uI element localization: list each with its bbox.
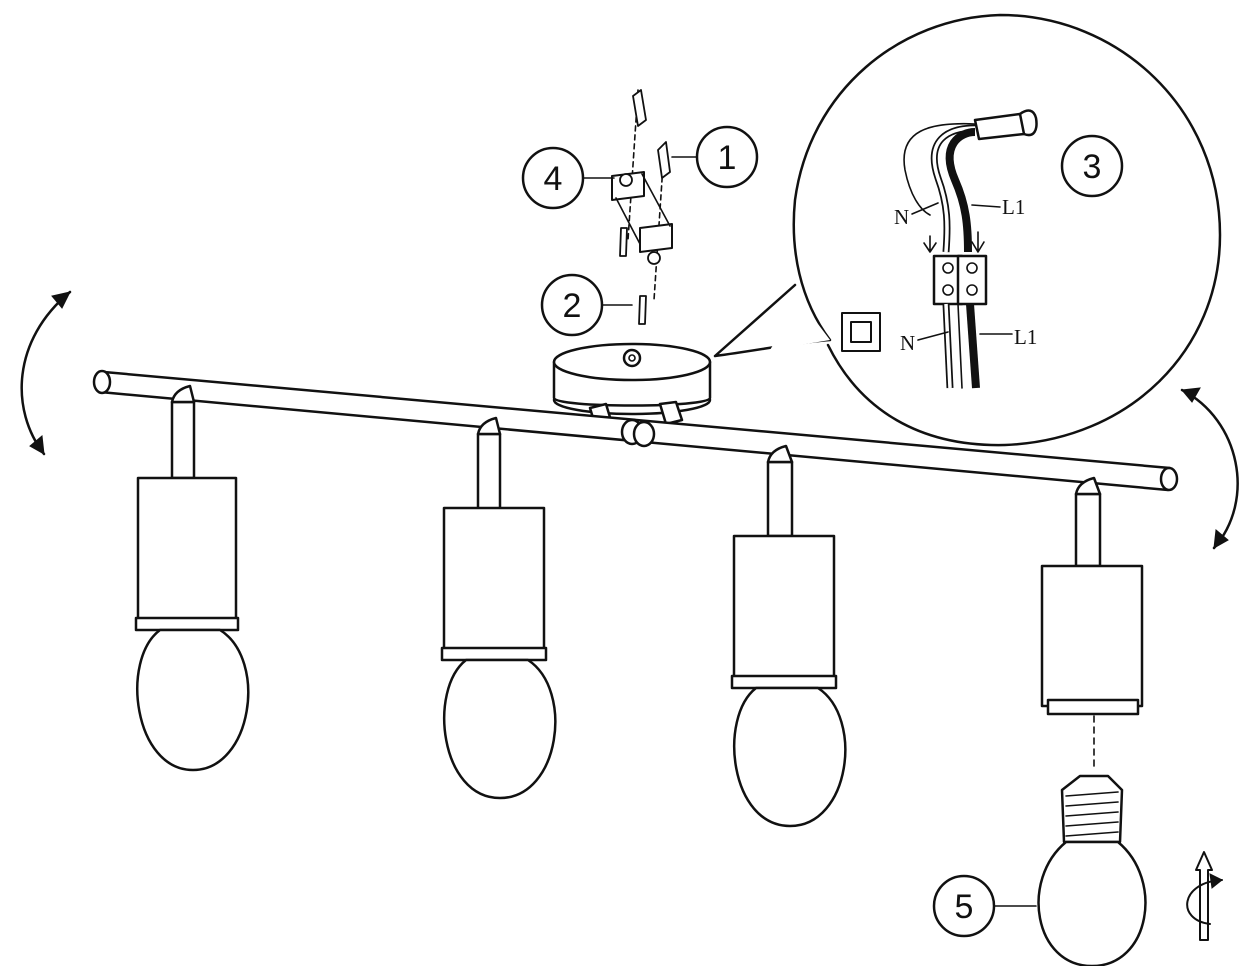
spot-lamp-4 xyxy=(1040,476,1144,771)
ceiling-canopy xyxy=(552,342,712,430)
callout-5: 5 xyxy=(932,874,1037,938)
light-bulb xyxy=(1037,774,1147,966)
callout-1-label: 1 xyxy=(718,139,737,177)
spot-lamp-1 xyxy=(134,384,250,772)
rotate-arrow-icon xyxy=(20,290,1239,550)
callout-2-label: 2 xyxy=(563,287,582,325)
screw-in-icon xyxy=(1186,851,1223,941)
callout-4-label: 4 xyxy=(544,160,563,198)
wire-label-live-top: L1 xyxy=(1002,195,1025,219)
spot-lamp-2 xyxy=(440,416,557,800)
callout-4: 4 xyxy=(521,146,615,210)
callout-2: 2 xyxy=(540,273,633,337)
wiring-detail: N L1 N L1 xyxy=(841,109,1038,389)
callout-1: 1 xyxy=(671,125,759,189)
wire-label-neutral-top: N xyxy=(894,205,909,229)
wiring-detail-magnifier xyxy=(713,13,1222,447)
double-insulation-icon xyxy=(841,312,881,352)
callout-5-label: 5 xyxy=(955,888,974,926)
wire-label-live-bottom: L1 xyxy=(1014,325,1037,349)
spot-lamp-3 xyxy=(730,444,847,828)
mounting-hardware xyxy=(611,89,673,325)
callout-3-label: 3 xyxy=(1083,148,1102,186)
track-bar xyxy=(92,369,1179,492)
terminal-right xyxy=(956,254,988,306)
callout-3: 3 xyxy=(1060,134,1124,198)
wire-label-neutral-bottom: N xyxy=(900,331,915,355)
